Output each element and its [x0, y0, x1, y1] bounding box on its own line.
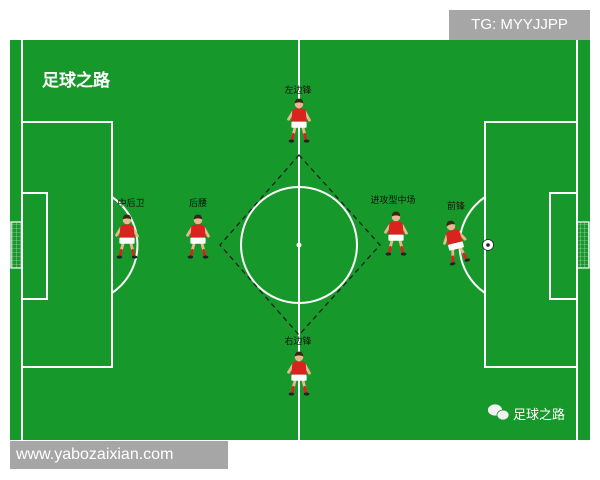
- left-goal-net-icon: [10, 221, 23, 269]
- player-left-winger: 左边锋: [284, 84, 312, 144]
- player-attacking-midfielder: 进攻型中场: [370, 194, 416, 257]
- right-goal-net-icon: [576, 221, 590, 269]
- center-spot: [296, 242, 302, 248]
- credit: 足球之路: [487, 403, 565, 423]
- top-watermark: TG: MYYJJPP: [449, 10, 590, 40]
- player-label: 中后卫: [117, 197, 144, 209]
- player-defensive-midfielder: 后腰: [186, 198, 210, 260]
- left-goal-area: [22, 192, 48, 300]
- player-forward: 前锋: [438, 200, 494, 268]
- left-penalty-arc: [111, 196, 139, 294]
- left-penalty-area: [22, 121, 113, 368]
- ball-patch: [486, 243, 490, 247]
- credit-text: 足球之路: [513, 407, 565, 423]
- player-label: 前锋: [447, 200, 465, 212]
- right-goal-area: [549, 192, 577, 300]
- player-center-back: 中后卫: [115, 197, 145, 260]
- football-icon: [482, 239, 494, 251]
- wechat-bubble-small: [496, 409, 510, 421]
- player-label: 进攻型中场: [370, 194, 415, 206]
- diagram-title: 足球之路: [42, 70, 111, 91]
- center-circle: [240, 186, 358, 304]
- player-label: 后腰: [189, 198, 207, 209]
- player-right-winger: 右边锋: [284, 335, 312, 397]
- wechat-icon: [487, 403, 510, 421]
- player-label: 右边锋: [284, 335, 311, 347]
- bottom-watermark: www.yabozaixian.com: [10, 441, 228, 469]
- player-label: 左边锋: [284, 84, 311, 96]
